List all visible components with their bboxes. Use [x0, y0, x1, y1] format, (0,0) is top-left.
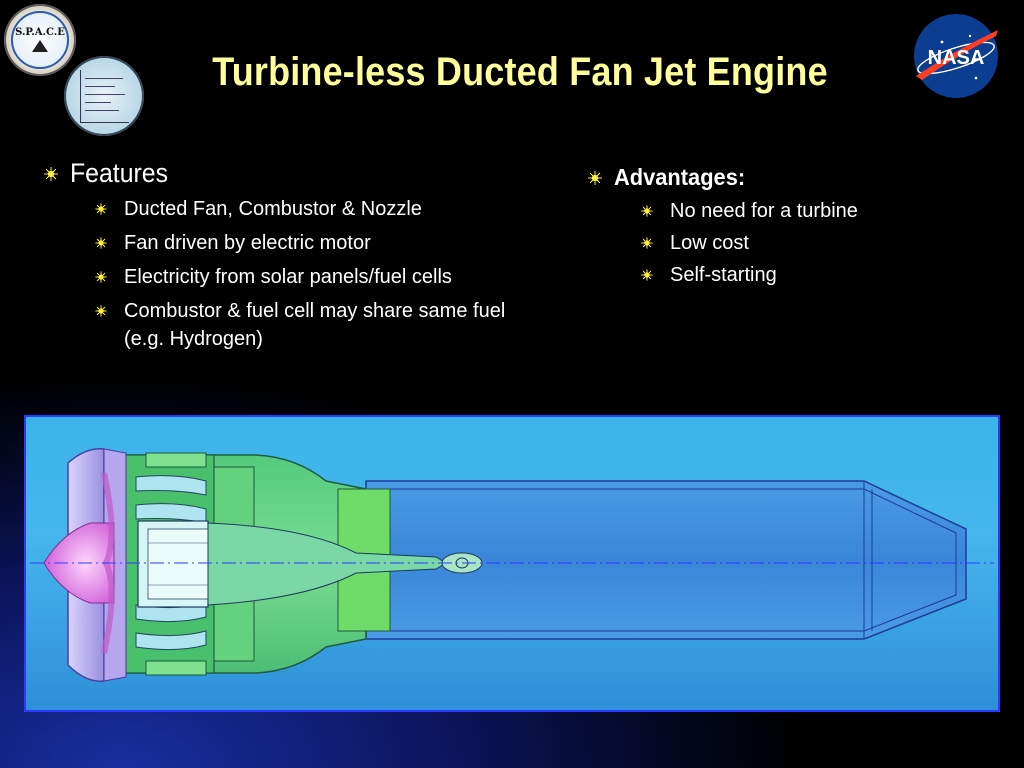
- space-logo-ring: S.P.A.C.E: [11, 11, 69, 69]
- advantage-text: Low cost: [670, 232, 749, 254]
- list-item: Electricity from solar panels/fuel cells: [94, 263, 564, 291]
- advantage-text: Self-starting: [670, 264, 777, 286]
- feature-text: Combustor & fuel cell may share same fue…: [124, 300, 506, 350]
- features-section: Features Ducted Fan, Combustor & Nozzle …: [44, 158, 564, 359]
- feature-text: Ducted Fan, Combustor & Nozzle: [124, 198, 422, 220]
- page-title: Turbine-less Ducted Fan Jet Engine: [212, 50, 828, 94]
- sunburst-bullet-icon: [95, 203, 107, 215]
- advantages-list: No need for a turbine Low cost Self-star…: [640, 197, 1008, 289]
- sunburst-bullet-icon: [95, 305, 107, 317]
- engine-diagram: [24, 415, 1000, 712]
- advantage-text: No need for a turbine: [670, 200, 858, 222]
- space-logo: S.P.A.C.E: [4, 4, 76, 76]
- features-heading-row: Features: [44, 158, 564, 189]
- sunburst-bullet-icon: [44, 166, 58, 181]
- ducted-fan-engine-cutaway-icon: [30, 448, 994, 682]
- space-logo-triangle-icon: [32, 40, 48, 52]
- space-logo-text: S.P.A.C.E: [15, 27, 65, 38]
- sunburst-bullet-icon: [95, 237, 107, 249]
- nasa-logo: NASA: [912, 12, 1000, 100]
- list-item: Low cost: [640, 229, 1008, 257]
- sunburst-bullet-icon: [641, 205, 653, 217]
- advantages-heading: Advantages:: [614, 164, 746, 190]
- research-lab-logo: [64, 56, 144, 136]
- feature-text: Fan driven by electric motor: [124, 232, 371, 254]
- sunburst-bullet-icon: [641, 269, 653, 281]
- list-item: Self-starting: [640, 261, 1008, 289]
- sunburst-bullet-icon: [95, 271, 107, 283]
- list-item: Ducted Fan, Combustor & Nozzle: [94, 195, 564, 223]
- list-item: Fan driven by electric motor: [94, 229, 564, 257]
- sunburst-bullet-icon: [588, 170, 602, 185]
- features-heading: Features: [70, 158, 169, 188]
- advantages-heading-row: Advantages:: [588, 164, 1008, 191]
- list-item: No need for a turbine: [640, 197, 1008, 225]
- list-item: Combustor & fuel cell may share same fue…: [94, 297, 514, 353]
- nasa-logo-text: NASA: [928, 47, 985, 69]
- features-list: Ducted Fan, Combustor & Nozzle Fan drive…: [94, 195, 564, 353]
- advantages-section: Advantages: No need for a turbine Low co…: [588, 164, 1008, 293]
- sunburst-bullet-icon: [641, 237, 653, 249]
- lab-logo-sketch-icon: [80, 70, 129, 123]
- nasa-meatball-icon: NASA: [914, 14, 998, 98]
- feature-text: Electricity from solar panels/fuel cells: [124, 266, 452, 288]
